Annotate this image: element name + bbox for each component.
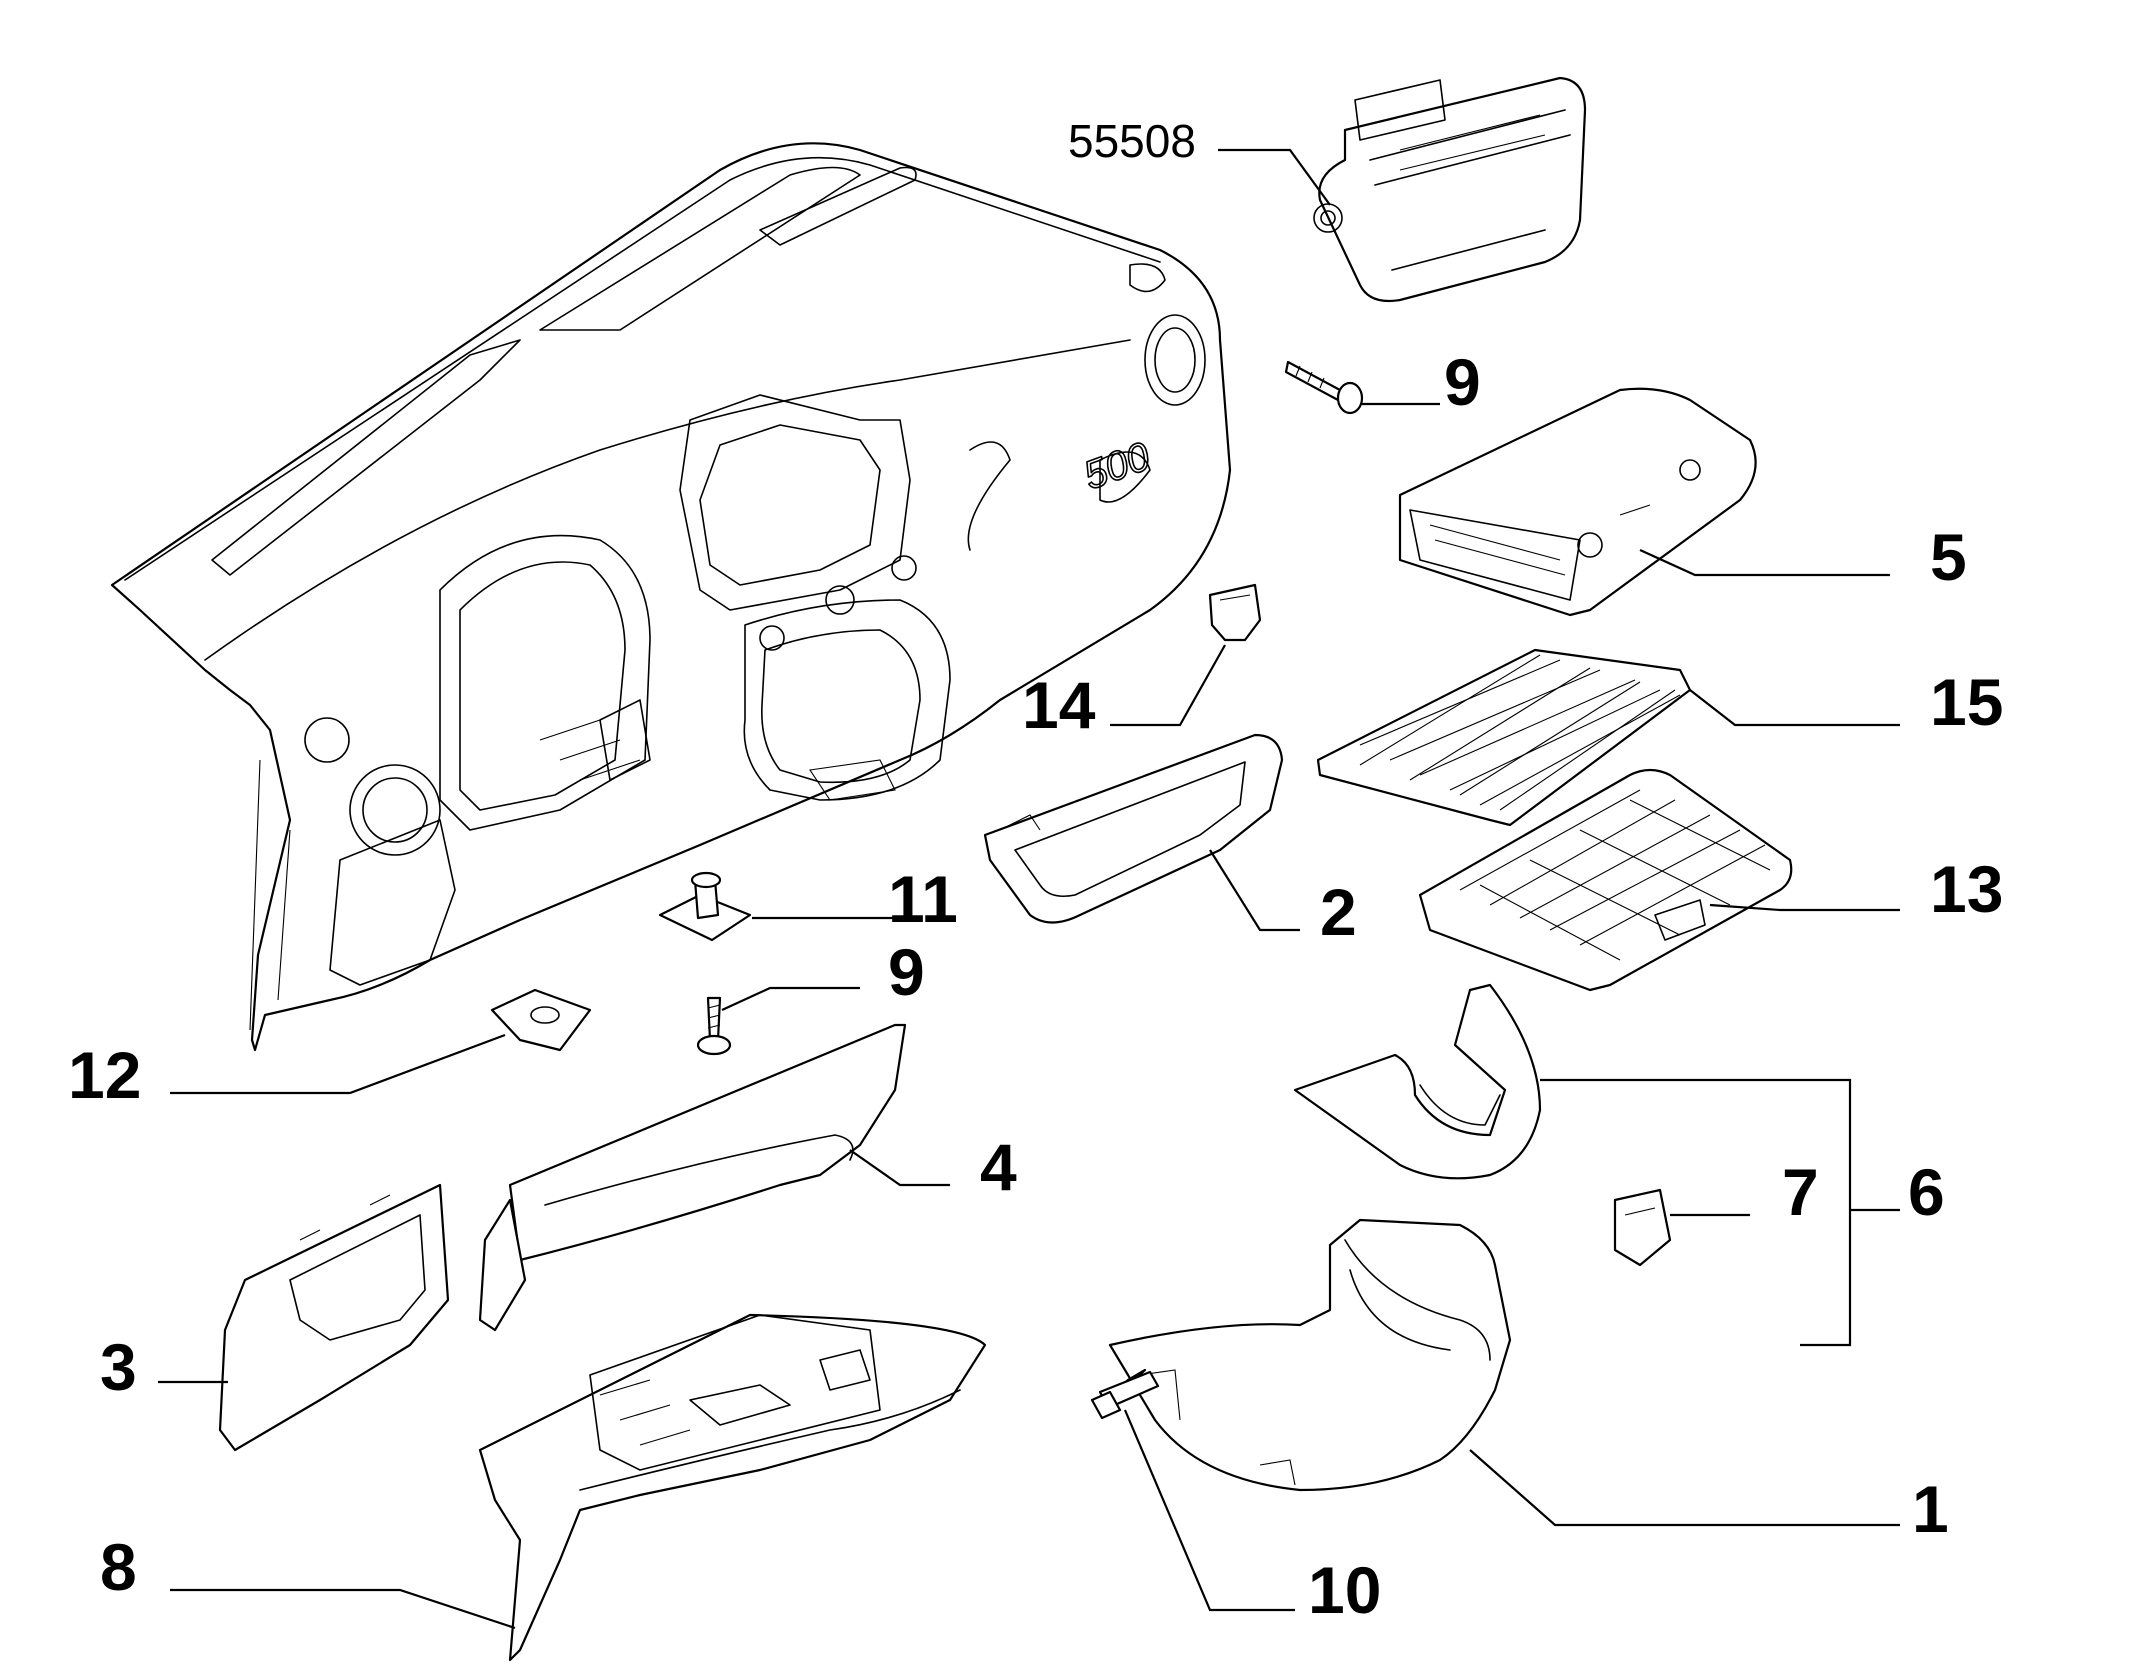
screw-lower (696, 996, 732, 1056)
callout-14: 14 (1022, 668, 1096, 742)
callout-9-upper: 9 (1444, 345, 1481, 419)
screw-upper (1284, 360, 1364, 415)
leader-10 (1123, 1409, 1295, 1612)
callout-1: 1 (1912, 1472, 1949, 1546)
lower-glovebox (478, 1313, 987, 1662)
leader-13 (1709, 903, 1900, 912)
callout-3: 3 (100, 1330, 137, 1404)
leader-9b (721, 986, 860, 1011)
trim-strip (478, 1023, 907, 1332)
leader-15 (1689, 689, 1900, 727)
callout-9-lower: 9 (888, 935, 925, 1009)
airbag-module (1313, 76, 1587, 303)
grid-panel (1316, 648, 1692, 827)
callout-13: 13 (1930, 852, 2003, 926)
callout-labels: 55508 9 5 14 15 11 2 13 9 12 4 7 6 3 1 8… (68, 115, 2003, 1627)
clip-nut-11 (658, 871, 752, 942)
clip-14 (1208, 583, 1262, 642)
leader-lines (158, 148, 1900, 1630)
column-cover-upper (1293, 983, 1672, 1267)
callout-55508: 55508 (1068, 115, 1196, 167)
leader-5 (1639, 548, 1890, 577)
column-cover-lower (1108, 1218, 1512, 1492)
leader-12 (170, 1033, 506, 1095)
leader-2 (1209, 849, 1300, 932)
callout-10: 10 (1308, 1553, 1381, 1627)
dashboard-assembly: 500 (110, 142, 1232, 1052)
bolt-10 (1090, 1368, 1160, 1420)
leader-14 (1110, 644, 1226, 727)
glovebox-housing (1398, 387, 1757, 617)
glovebox-lid (1418, 768, 1793, 992)
leader-55508 (1218, 148, 1331, 206)
leader-4 (849, 1149, 950, 1187)
leader-6 (1540, 1078, 1900, 1347)
callout-2: 2 (1320, 875, 1357, 949)
callout-4: 4 (980, 1130, 1017, 1204)
leader-1 (1469, 1449, 1900, 1527)
clip-12 (490, 988, 592, 1052)
side-cover (218, 1183, 450, 1452)
leader-8 (170, 1588, 516, 1630)
callout-8: 8 (100, 1530, 137, 1604)
callout-15: 15 (1930, 665, 2003, 739)
callout-5: 5 (1930, 520, 1967, 594)
callout-6: 6 (1908, 1155, 1945, 1229)
callout-12: 12 (68, 1038, 141, 1112)
storage-tray (983, 733, 1284, 924)
callout-7: 7 (1782, 1155, 1819, 1229)
callout-11: 11 (888, 862, 958, 936)
